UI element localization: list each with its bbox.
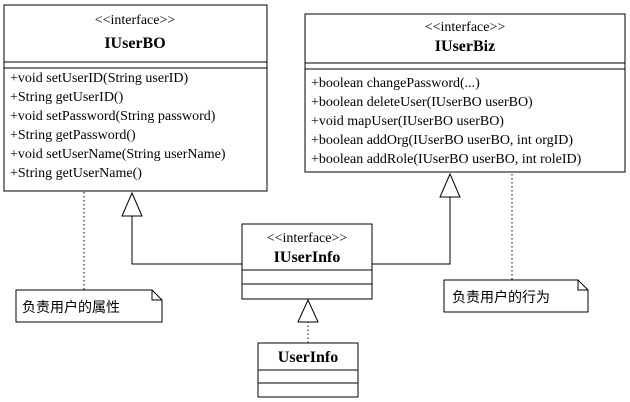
iuserbo-name: IUserBO — [104, 35, 165, 52]
note-left-text: 负责用户的属性 — [22, 299, 120, 316]
iuserbiz-method: +boolean deleteUser(IUserBO userBO) — [311, 95, 533, 110]
note-left-shape — [15, 289, 163, 323]
note-left: 负责用户的属性 — [15, 289, 163, 323]
iuserbiz-box — [304, 13, 626, 173]
iuserinfo-class: <<interface>> IUserInfo — [241, 223, 373, 300]
iuserbo-method: +void setPassword(String password) — [10, 109, 216, 124]
note-right: 负责用户的行为 — [443, 279, 589, 313]
userinfo-class: UserInfo — [257, 342, 359, 398]
note-right-shape — [443, 279, 589, 313]
generalization-line — [372, 197, 451, 265]
iuserbo-method: +String getUserName() — [10, 166, 142, 181]
generalization-arrowhead — [121, 191, 143, 217]
iuserbiz-method: +void mapUser(IUserBO userBO) — [311, 114, 504, 129]
iuserbiz-method: +boolean addOrg(IUserBO userBO, int orgI… — [311, 133, 573, 148]
userinfo-implements-iuserinfo — [297, 298, 319, 343]
iuserinfo-extends-iuserbiz — [372, 172, 461, 265]
iuserbo-box — [3, 4, 268, 192]
iuserinfo-name: IUserInfo — [274, 249, 341, 266]
iuserbo-class: <<interface>> IUserBO +void setUserID(St… — [3, 4, 268, 192]
iuserbiz-method: +boolean addRole(IUserBO userBO, int rol… — [311, 152, 582, 167]
iuserbiz-method: +boolean changePassword(...) — [311, 76, 480, 91]
iuserinfo-stereotype: <<interface>> — [267, 231, 348, 246]
iuserbo-stereotype: <<interface>> — [95, 13, 176, 28]
iuserbo-method: +String getPassword() — [10, 128, 136, 143]
iuserbiz-class: <<interface>> IUserBiz +boolean changePa… — [304, 13, 626, 173]
iuserbiz-stereotype: <<interface>> — [425, 20, 506, 35]
iuserbo-method: +String getUserID() — [10, 90, 124, 105]
iuserinfo-extends-iuserbo — [121, 191, 242, 265]
realization-arrowhead — [297, 298, 319, 323]
note-right-text: 负责用户的行为 — [452, 289, 550, 306]
note-left-fold — [151, 290, 162, 301]
iuserbo-method: +void setUserID(String userID) — [10, 71, 189, 86]
userinfo-name: UserInfo — [278, 349, 338, 366]
iuserbo-method: +void setUserName(String userName) — [10, 147, 226, 162]
iuserbiz-name: IUserBiz — [435, 38, 495, 55]
note-right-fold — [577, 280, 588, 291]
generalization-arrowhead — [439, 172, 461, 198]
generalization-line — [131, 216, 242, 265]
iuserinfo-box — [241, 223, 373, 300]
